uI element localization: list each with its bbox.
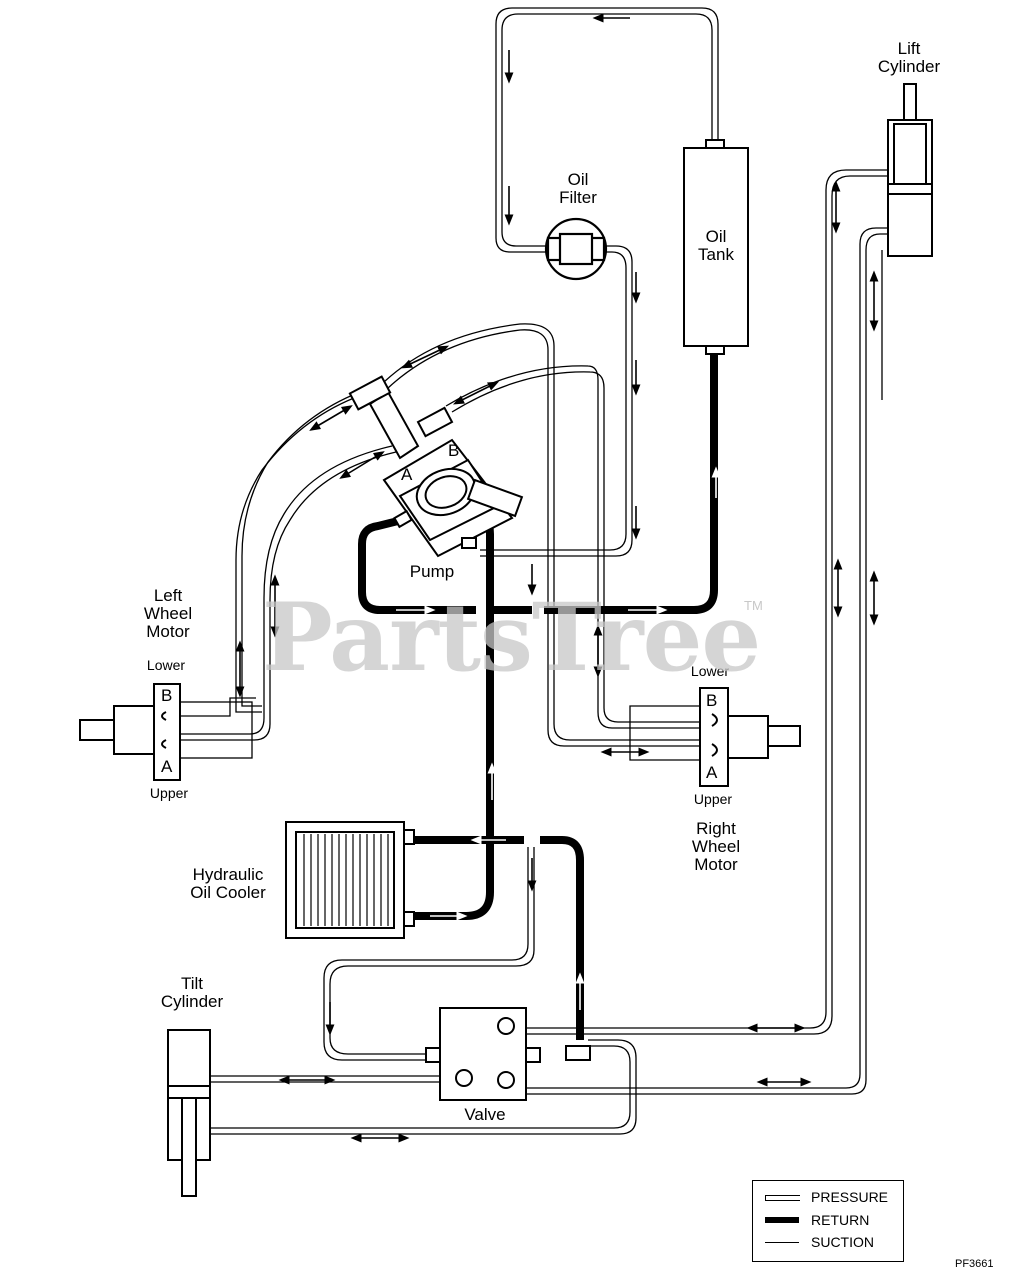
- legend-swatch-return: [765, 1217, 799, 1223]
- left-wheel-motor-label-line1: Left: [153, 586, 183, 605]
- valve-label: Valve: [464, 1105, 506, 1124]
- legend-row-suction: SUCTION: [753, 1232, 903, 1252]
- valve: [425, 1007, 591, 1101]
- right-wheel-motor-label-line2: Wheel: [691, 837, 741, 856]
- right-wheel-motor-label-line3: Motor: [694, 855, 738, 874]
- legend-label-suction: SUCTION: [811, 1234, 874, 1250]
- pump-port-b: B: [448, 441, 460, 460]
- legend-label-return: RETURN: [811, 1212, 870, 1228]
- oil-tank-label-line1: Oil: [705, 227, 727, 246]
- hydraulic-oil-cooler-label: Hydraulic Oil Cooler: [178, 866, 278, 902]
- legend-label-pressure: PRESSURE: [811, 1189, 889, 1205]
- cooler-label-line2: Oil Cooler: [190, 883, 266, 902]
- legend-row-pressure: PRESSURE: [753, 1187, 903, 1207]
- left-wheel-motor: [79, 683, 253, 781]
- oil-filter-label: Oil Filter: [540, 171, 616, 207]
- oil-filter-label-line2: Filter: [559, 188, 597, 207]
- tilt-cylinder-label-line2: Cylinder: [160, 992, 224, 1011]
- left-wheel-motor-label: Left Wheel Motor: [128, 587, 208, 641]
- lift-cylinder-label: Lift Cylinder: [866, 40, 952, 76]
- tilt-cylinder-label-line1: Tilt: [180, 974, 204, 993]
- flow-arrows: [235, 13, 879, 1143]
- tilt-cylinder: [167, 1029, 211, 1197]
- pump: [348, 375, 524, 558]
- right-wheel-motor-label: Right Wheel Motor: [674, 820, 758, 874]
- legend-swatch-suction: [765, 1242, 799, 1243]
- right-wheel-motor-label-line1: Right: [696, 819, 736, 838]
- tilt-cylinder-label: Tilt Cylinder: [146, 975, 238, 1011]
- return-lines: [358, 350, 718, 1040]
- cooler-fins: [303, 834, 389, 926]
- right-wheel-motor: [699, 687, 801, 787]
- cooler-label-line1: Hydraulic: [192, 865, 264, 884]
- left-wheel-motor-label-line3: Motor: [146, 622, 190, 641]
- right-motor-port-a: A: [706, 763, 718, 782]
- lift-cylinder: [887, 83, 933, 257]
- flow-arrows-on-return: [396, 466, 721, 1010]
- line-type-legend: PRESSURE RETURN SUCTION: [752, 1180, 904, 1262]
- left-motor-port-a: A: [161, 757, 173, 776]
- oil-tank: [683, 139, 749, 355]
- right-motor-upper-label: Upper: [693, 791, 733, 807]
- pump-label: Pump: [409, 562, 455, 581]
- oil-tank-label-line2: Tank: [698, 245, 734, 264]
- left-motor-upper-label: Upper: [149, 785, 189, 801]
- lift-cylinder-label-line2: Cylinder: [877, 57, 941, 76]
- hydraulic-oil-cooler: [285, 821, 415, 939]
- drawing-code: PF3661: [955, 1258, 994, 1270]
- left-motor-lower-label: Lower: [146, 657, 186, 673]
- trademark-symbol: TM: [744, 598, 763, 613]
- left-wheel-motor-label-line2: Wheel: [143, 604, 193, 623]
- legend-row-return: RETURN: [753, 1210, 903, 1230]
- lift-cylinder-label-line1: Lift: [897, 39, 921, 58]
- oil-filter: [544, 217, 608, 281]
- partstree-watermark: PartsTree: [262, 583, 761, 693]
- right-motor-lower-label: Lower: [690, 663, 730, 679]
- oil-filter-label-line1: Oil: [567, 170, 589, 189]
- pressure-lines: [180, 7, 888, 1135]
- oil-tank-label: Oil Tank: [684, 228, 748, 264]
- left-motor-port-b: B: [161, 686, 173, 705]
- right-motor-port-b: B: [706, 691, 718, 710]
- pump-port-a: A: [401, 465, 413, 484]
- legend-swatch-pressure: [765, 1195, 800, 1201]
